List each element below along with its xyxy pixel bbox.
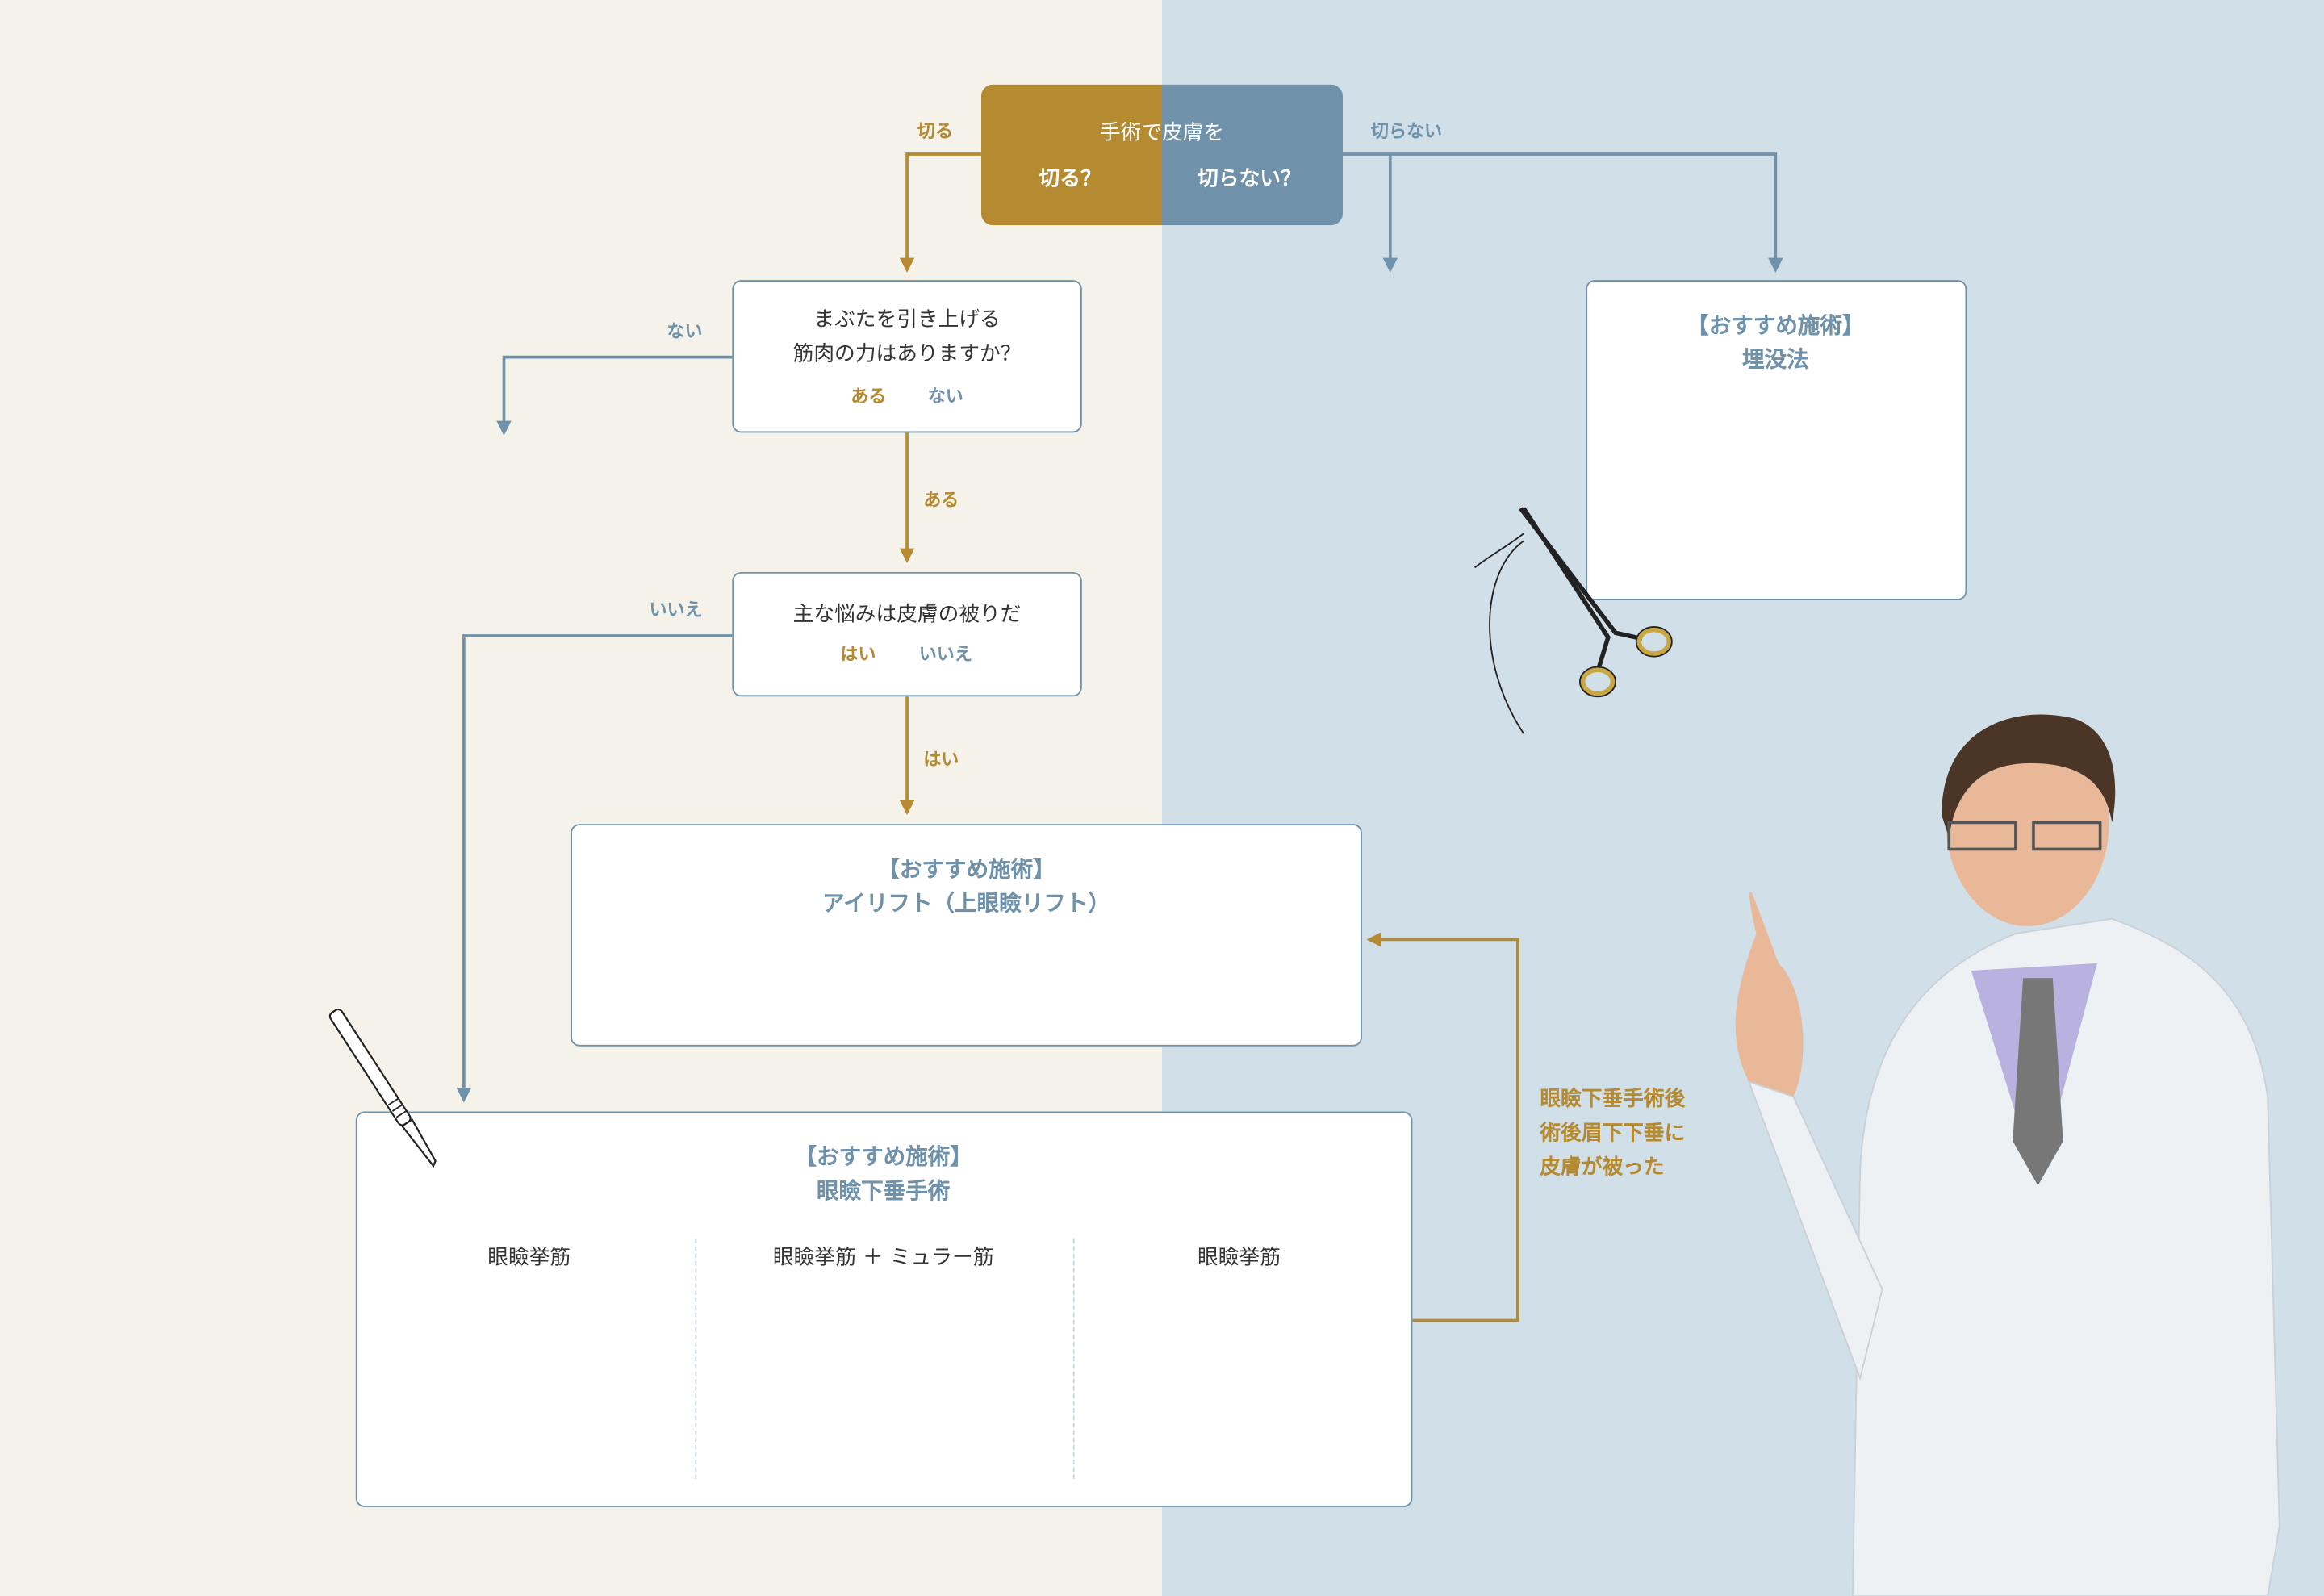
forceps-with-suture-icon <box>1473 507 1673 734</box>
doctor-photo <box>1735 714 2280 1596</box>
no-cut-connector <box>1343 152 1778 261</box>
q1-no: ない <box>927 386 963 407</box>
loop-note-line: 皮膚が被った <box>1540 1155 1665 1180</box>
no-cut-label: 切らない <box>1370 120 1443 142</box>
question-skin-overhang <box>732 571 1082 697</box>
recommendation-suture-method <box>1586 280 1967 600</box>
eyelift-name: アイリフト（上眼瞼リフト） <box>822 889 1110 917</box>
recommendation-ptosis-surgery <box>355 1111 1413 1507</box>
q2-no-connector <box>462 634 733 1091</box>
q2-no: いいえ <box>918 644 972 665</box>
top-decision <box>980 84 1344 226</box>
loop-note: 眼瞼下垂手術後 術後眉下下垂に 皮膚が被った <box>1540 1084 1685 1186</box>
arrow-down-icon <box>496 420 512 436</box>
arrow-down-icon <box>1768 257 1783 273</box>
q2-no-label: いいえ <box>649 599 703 620</box>
q1-no-label: ない <box>667 320 703 342</box>
no-cut-half <box>1161 84 1344 226</box>
arrow-down-icon <box>899 257 915 273</box>
ptosis-column-1: 眼瞼挙筋 <box>487 1246 571 1271</box>
ptosis-column-2: 眼瞼挙筋 ＋ ミュラー筋 <box>772 1246 994 1271</box>
no-cut-option: 切らない？ <box>1198 167 1302 191</box>
cut-option: 切る？ <box>1039 167 1101 191</box>
scalpel-icon <box>328 1008 437 1168</box>
arrow-down-icon <box>899 548 915 563</box>
loop-note-line: 術後眉下下垂に <box>1540 1122 1686 1146</box>
q1-text-line2: 筋肉の力はありますか？ <box>792 342 1022 366</box>
ptosis-column-3: 眼瞼挙筋 <box>1198 1246 1281 1271</box>
ptosis-name: 眼瞼下垂手術 <box>817 1177 951 1205</box>
q1-yes-label: ある <box>923 490 959 511</box>
cut-label: 切る <box>917 120 954 142</box>
ptosis-heading: 【おすすめ施術】 <box>794 1143 972 1171</box>
loop-connector <box>1381 938 1519 1322</box>
cut-connector <box>905 152 981 261</box>
question-muscle-strength <box>732 280 1082 433</box>
column-divider <box>695 1239 697 1480</box>
arrow-down-icon <box>1382 257 1398 273</box>
q1-text-line1: まぶたを引き上げる <box>813 308 1001 332</box>
arrow-left-icon <box>1366 932 1381 947</box>
top-title: 手術で皮膚を <box>1099 121 1225 145</box>
arrow-down-icon <box>456 1088 472 1103</box>
suture-name: 埋没法 <box>1742 345 1809 373</box>
q2-text: 主な悩みは皮膚の被りだ <box>792 603 1022 627</box>
arrow-down-icon <box>899 800 915 816</box>
q2-yes: はい <box>840 644 876 665</box>
q1-yes: ある <box>851 386 887 407</box>
suture-heading: 【おすすめ施術】 <box>1687 311 1865 339</box>
column-divider <box>1072 1239 1075 1480</box>
loop-note-line: 眼瞼下垂手術後 <box>1540 1088 1686 1112</box>
recommendation-eyelift <box>571 824 1362 1047</box>
eyelift-heading: 【おすすめ施術】 <box>877 855 1055 883</box>
q2-yes-label: はい <box>923 749 959 771</box>
q1-no-connector <box>502 355 733 424</box>
cut-half <box>980 84 1162 226</box>
